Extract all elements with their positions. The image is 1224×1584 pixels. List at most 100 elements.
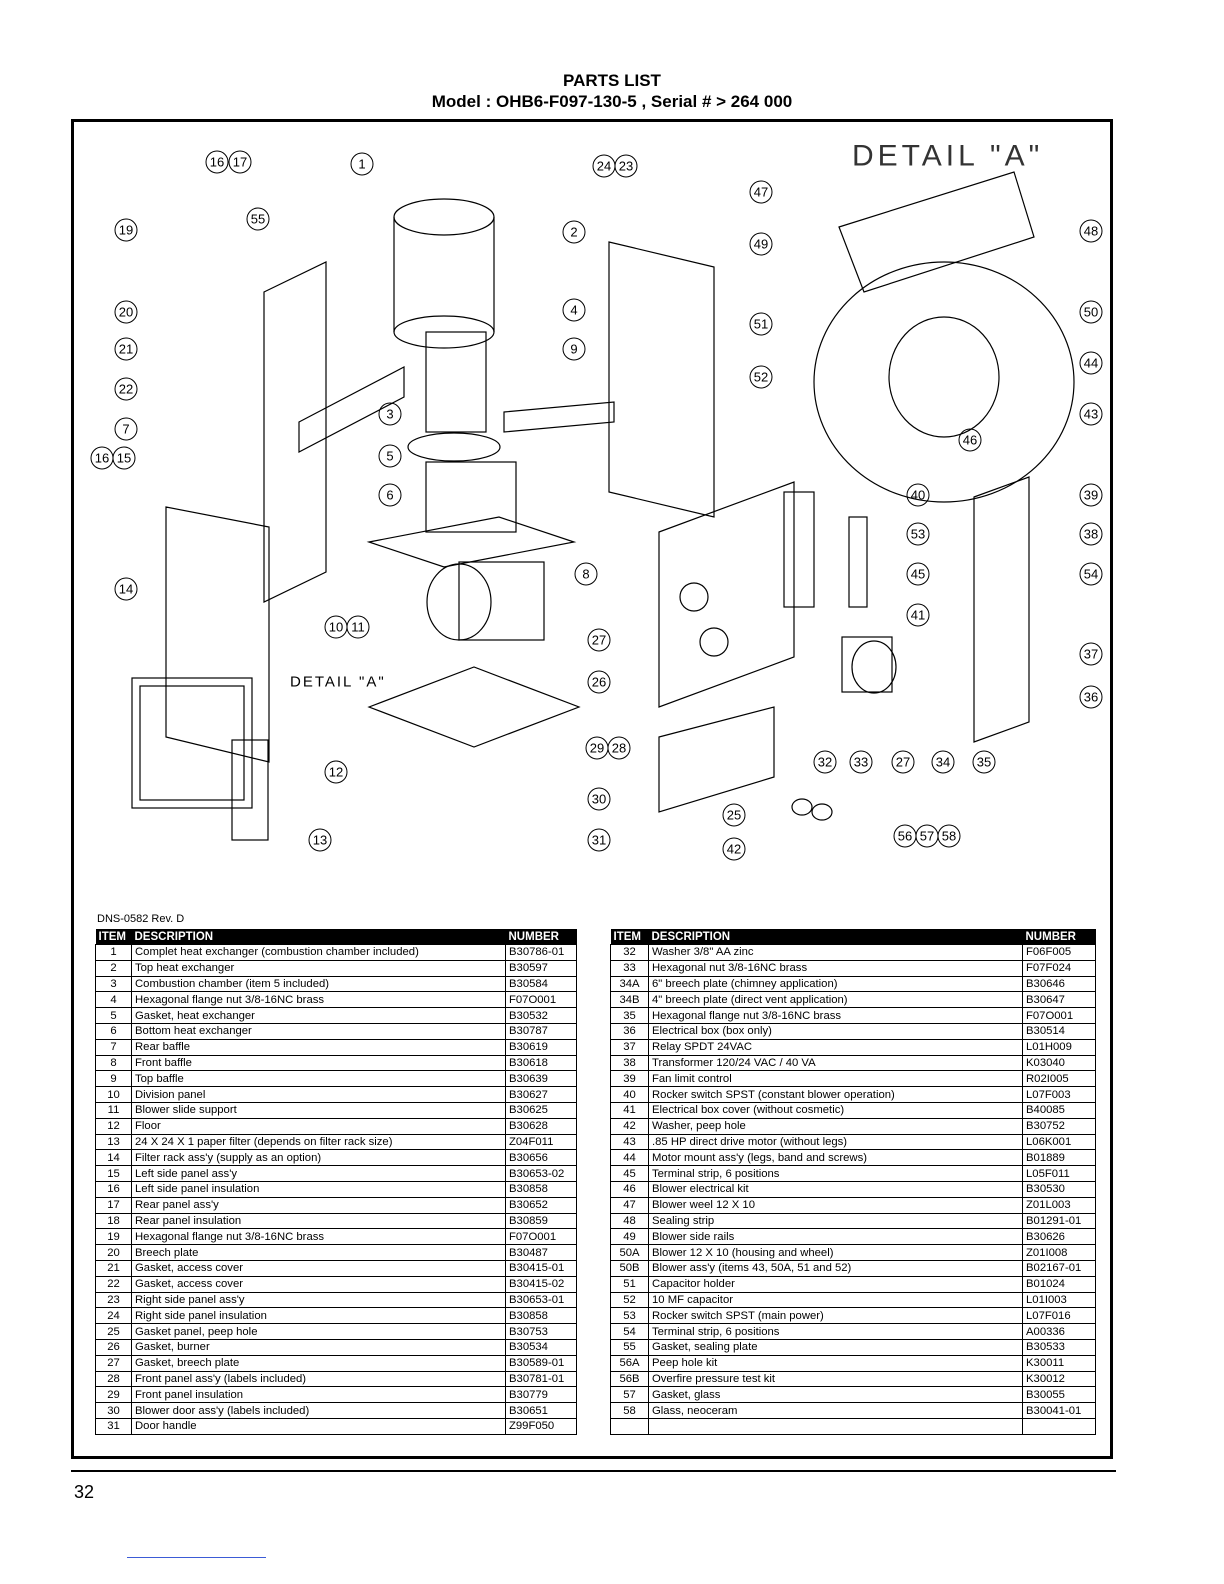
item-cell: 17 [95,1196,132,1214]
item-cell: 51 [610,1275,649,1293]
number-cell: B30753 [505,1323,577,1340]
number-cell: K30012 [1022,1370,1096,1388]
number-cell: B30619 [505,1038,577,1056]
callout-24: 24 [597,159,611,174]
electrical-box-shape [973,476,1030,743]
right-side-panel-shape [608,241,715,518]
callout-49: 49 [754,237,768,252]
electrical-cover-shape [783,491,815,608]
description-cell: Left side panel ass'y [131,1165,506,1182]
callout-41: 41 [911,608,925,623]
description-cell: Complet heat exchanger (combustion chamb… [131,944,506,961]
callout-15: 15 [117,451,131,466]
number-cell: B30858 [505,1180,577,1198]
rear-panel-shape [263,261,327,603]
description-cell: Front panel insulation [131,1386,506,1404]
description-cell: Hexagonal flange nut 3/8-16NC brass [131,1228,506,1246]
number-cell: B30858 [505,1307,577,1325]
item-cell: 55 [610,1338,649,1356]
col-description-header: DESCRIPTION [648,929,1023,945]
filter-rack-shape [131,677,253,809]
number-cell: L05F011 [1022,1165,1096,1182]
callout-44: 44 [1084,356,1098,371]
item-cell: 6 [95,1022,132,1040]
description-cell: Right side panel ass'y [131,1291,506,1309]
page-number: 32 [74,1482,95,1502]
left-side-panel-shape [165,506,270,763]
footer-rule [71,1470,1116,1472]
item-cell: 56B [610,1370,649,1388]
callout-6: 6 [386,488,393,503]
description-cell: Overfire pressure test kit [648,1370,1023,1388]
detail-blower-shape [838,171,1035,293]
callout-21: 21 [119,342,133,357]
number-cell: K30011 [1022,1354,1096,1372]
callout-1: 1 [358,157,365,172]
callout-36: 36 [1084,690,1098,705]
callout-22: 22 [119,382,133,397]
col-item-header: ITEM [95,929,132,945]
exploded-parts-diagram: 16 17 1 24 23 19 55 2 20 4 21 9 22 7 3 1… [90,140,1103,861]
table-header: ITEM DESCRIPTION NUMBER [610,929,1096,945]
item-cell: 56A [610,1354,649,1372]
number-cell: B30627 [505,1086,577,1103]
description-cell: Rear panel ass'y [131,1196,506,1214]
item-cell: 40 [610,1086,649,1103]
item-cell: 28 [95,1370,132,1388]
callout-54: 54 [1084,567,1098,582]
item-cell: 41 [610,1101,649,1119]
callout-34: 34 [936,755,950,770]
callout-25: 25 [727,808,741,823]
number-cell: Z99F050 [505,1417,577,1435]
callout-16b: 16 [95,451,109,466]
item-cell: 36 [610,1022,649,1040]
number-cell: L07F003 [1022,1086,1096,1103]
col-description-header: DESCRIPTION [131,929,506,945]
number-cell: B30859 [505,1212,577,1230]
number-cell: Z01L003 [1022,1196,1096,1214]
number-cell: B30055 [1022,1386,1096,1404]
item-cell: 33 [610,959,649,977]
callout-3: 3 [386,407,393,422]
description-cell: Top heat exchanger [131,959,506,977]
number-cell: B30534 [505,1338,577,1356]
item-cell: 7 [95,1038,132,1056]
number-cell: B30656 [505,1149,577,1167]
description-cell: Breech plate [131,1244,506,1261]
number-cell: B30787 [505,1022,577,1040]
number-cell: Z04F011 [505,1133,577,1151]
number-cell: B30653-01 [505,1291,577,1309]
item-cell [610,1417,649,1435]
number-cell: B30752 [1022,1117,1096,1135]
number-cell: B30533 [1022,1338,1096,1356]
number-cell: Z01I008 [1022,1244,1096,1261]
description-cell: Rocker switch SPST (constant blower oper… [648,1086,1023,1103]
item-cell: 10 [95,1086,132,1103]
description-cell: Floor [131,1117,506,1135]
description-cell: Right side panel insulation [131,1307,506,1325]
top-baffle-shape [503,401,615,433]
callout-30: 30 [592,792,606,807]
description-cell: Hexagonal nut 3/8-16NC brass [648,959,1023,977]
description-cell: Blower door ass'y (labels included) [131,1402,506,1419]
description-cell: Gasket, heat exchanger [131,1007,506,1024]
callout-32: 32 [818,755,832,770]
